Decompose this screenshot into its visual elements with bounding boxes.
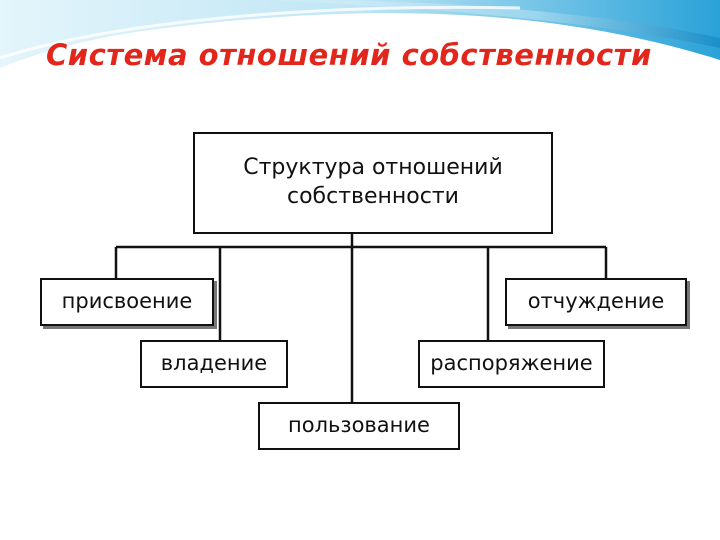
node-possession: владение: [140, 340, 288, 388]
node-disposal-label: распоряжение: [430, 350, 592, 377]
node-appropriation: присвоение: [40, 278, 214, 326]
node-alienation-label: отчуждение: [528, 288, 665, 315]
node-possession-label: владение: [161, 350, 267, 377]
root-box: Структура отношений собственности: [193, 132, 553, 234]
node-disposal: распоряжение: [418, 340, 605, 388]
node-appropriation-label: присвоение: [62, 288, 193, 315]
node-use-label: пользование: [288, 412, 430, 439]
node-alienation: отчуждение: [505, 278, 687, 326]
node-use: пользование: [258, 402, 460, 450]
root-label-line2: собственности: [287, 183, 459, 212]
root-label-line1: Структура отношений: [243, 154, 503, 183]
